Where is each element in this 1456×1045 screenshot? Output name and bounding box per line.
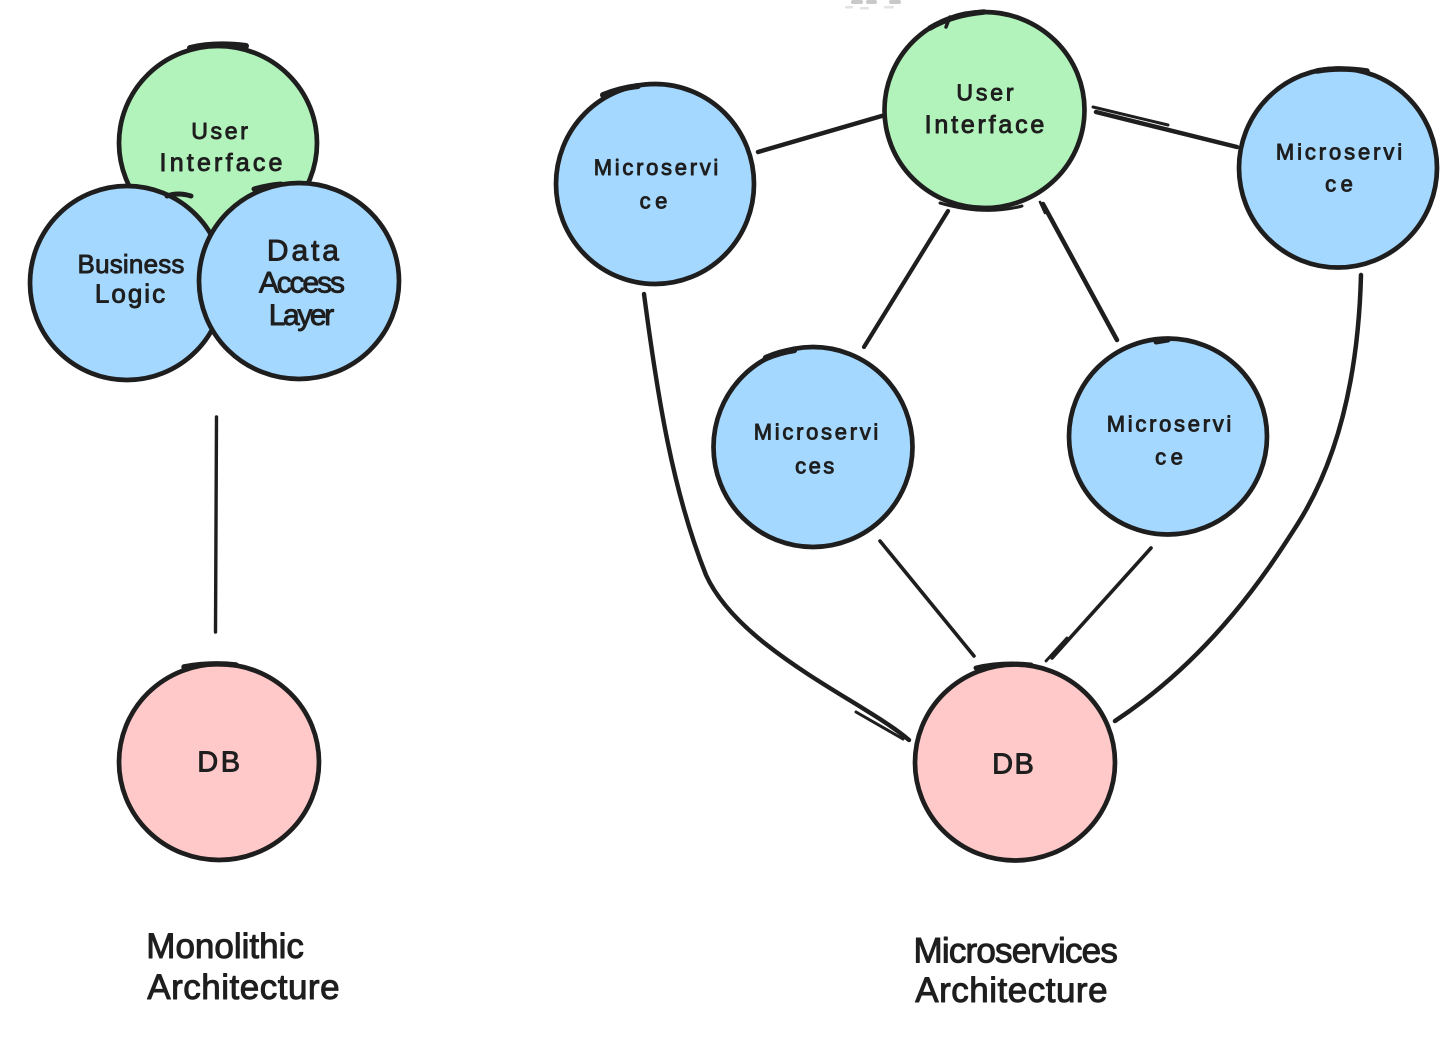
- svg-text:Microservi: Microservi: [1276, 139, 1405, 164]
- svg-text:Architecture: Architecture: [915, 971, 1108, 1010]
- svg-text:Architecture: Architecture: [147, 968, 340, 1007]
- svg-text:Interface: Interface: [925, 111, 1047, 139]
- svg-text:DB: DB: [197, 746, 242, 778]
- svg-text:ce: ce: [1325, 172, 1357, 197]
- svg-text:User: User: [191, 118, 250, 144]
- svg-text:ce: ce: [640, 188, 672, 213]
- svg-text:Interface: Interface: [160, 149, 286, 177]
- svg-text:Microservi: Microservi: [754, 419, 881, 444]
- svg-text:Logic: Logic: [95, 279, 167, 309]
- svg-text:Layer: Layer: [269, 299, 334, 332]
- svg-text:Microservi: Microservi: [1107, 412, 1234, 437]
- svg-text:Access: Access: [259, 266, 344, 299]
- svg-text:DB: DB: [992, 749, 1035, 781]
- svg-text:ce: ce: [1155, 445, 1187, 470]
- svg-text:Monolithic: Monolithic: [146, 927, 304, 966]
- svg-text:Data: Data: [267, 235, 342, 268]
- svg-text:ces: ces: [795, 454, 836, 479]
- svg-text:User: User: [956, 80, 1016, 106]
- svg-text:Business: Business: [78, 249, 185, 279]
- svg-text:Microservices: Microservices: [914, 932, 1118, 971]
- svg-text:Microservi: Microservi: [594, 155, 721, 180]
